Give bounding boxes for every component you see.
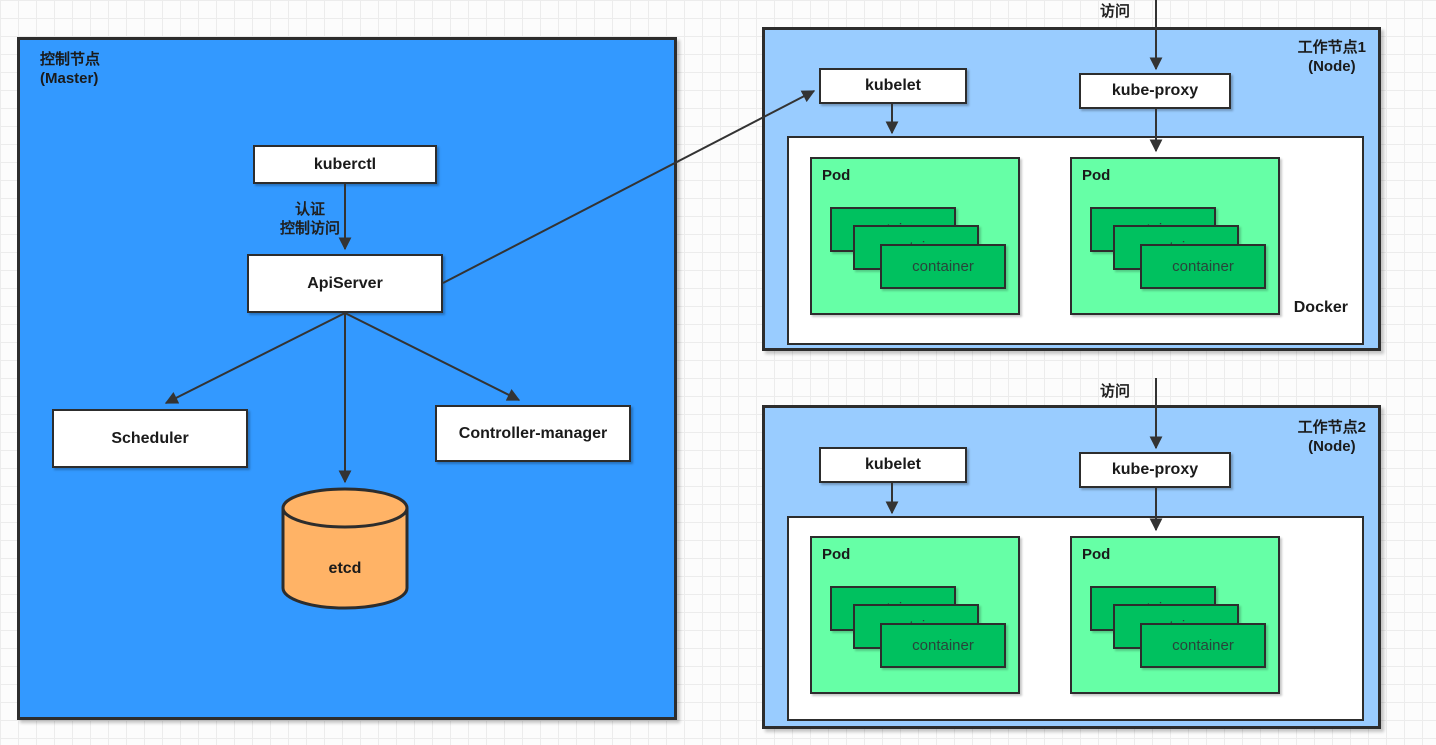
container-label: container <box>912 637 974 654</box>
apiserver-label: ApiServer <box>307 274 383 292</box>
master-title: 控制节点 (Master) <box>40 50 100 88</box>
pod-label: Pod <box>1082 546 1111 563</box>
master-title-line2: (Master) <box>40 70 99 87</box>
pod-1-node1: Pod container container container <box>810 157 1020 315</box>
auth-edge-label-line1: 认证 <box>294 201 325 218</box>
pod-1-node2: Pod container container container <box>810 536 1020 694</box>
docker-box-node1: Docker Pod container container container… <box>787 136 1364 345</box>
kuberctl-label: kuberctl <box>313 155 377 173</box>
pod-label: Pod <box>822 167 851 184</box>
kube-proxy-box-node1: kube-proxy <box>1079 73 1231 109</box>
access-label-node2: 访问 <box>1099 383 1130 400</box>
etcd-cylinder: etcd <box>281 487 409 610</box>
kubelet-box-node1: kubelet <box>819 68 967 104</box>
scheduler-box: Scheduler <box>52 409 248 468</box>
pod-label: Pod <box>1082 167 1111 184</box>
container-box: container <box>1140 244 1266 289</box>
worker-node-1-title: 工作节点1 (Node) <box>1298 38 1366 76</box>
worker-node-1-title-line2: (Node) <box>1308 58 1356 75</box>
kube-proxy-label-node2: kube-proxy <box>1111 461 1199 478</box>
kube-proxy-label-node1: kube-proxy <box>1111 82 1199 99</box>
kubelet-label-node1: kubelet <box>864 77 921 94</box>
kube-proxy-box-node2: kube-proxy <box>1079 452 1231 488</box>
kubelet-label-node2: kubelet <box>864 456 921 473</box>
container-label: container <box>1172 258 1234 275</box>
auth-edge-label: 认证 控制访问 <box>255 200 365 238</box>
access-label-node1: 访问 <box>1099 3 1130 20</box>
worker-node-1-title-line1: 工作节点1 <box>1297 39 1366 56</box>
controller-manager-label: Controller-manager <box>458 424 608 442</box>
pod-label: Pod <box>822 546 851 563</box>
apiserver-box: ApiServer <box>247 254 443 313</box>
pod-2-node2: Pod container container container <box>1070 536 1280 694</box>
scheduler-label: Scheduler <box>111 429 189 447</box>
kubelet-box-node2: kubelet <box>819 447 967 483</box>
container-box: container <box>1140 623 1266 668</box>
docker-label-node1: Docker <box>1293 299 1348 316</box>
worker-node-2-title: 工作节点2 (Node) <box>1298 418 1366 456</box>
container-box: container <box>880 623 1006 668</box>
worker-node-2-title-line2: (Node) <box>1308 438 1356 455</box>
master-node-box: 控制节点 (Master) <box>17 37 677 720</box>
master-title-line1: 控制节点 <box>40 51 101 68</box>
etcd-cylinder-body <box>281 508 409 610</box>
pod-2-node1: Pod container container container <box>1070 157 1280 315</box>
etcd-cylinder-top <box>281 487 409 529</box>
etcd-label: etcd <box>329 560 362 577</box>
container-label: container <box>912 258 974 275</box>
container-label: container <box>1172 637 1234 654</box>
container-box: container <box>880 244 1006 289</box>
worker-node-2-title-line1: 工作节点2 <box>1297 419 1366 436</box>
controller-manager-box: Controller-manager <box>435 405 631 462</box>
docker-box-node2: Pod container container container Pod co… <box>787 516 1364 721</box>
kuberctl-box: kuberctl <box>253 145 437 184</box>
auth-edge-label-line2: 控制访问 <box>279 220 340 237</box>
